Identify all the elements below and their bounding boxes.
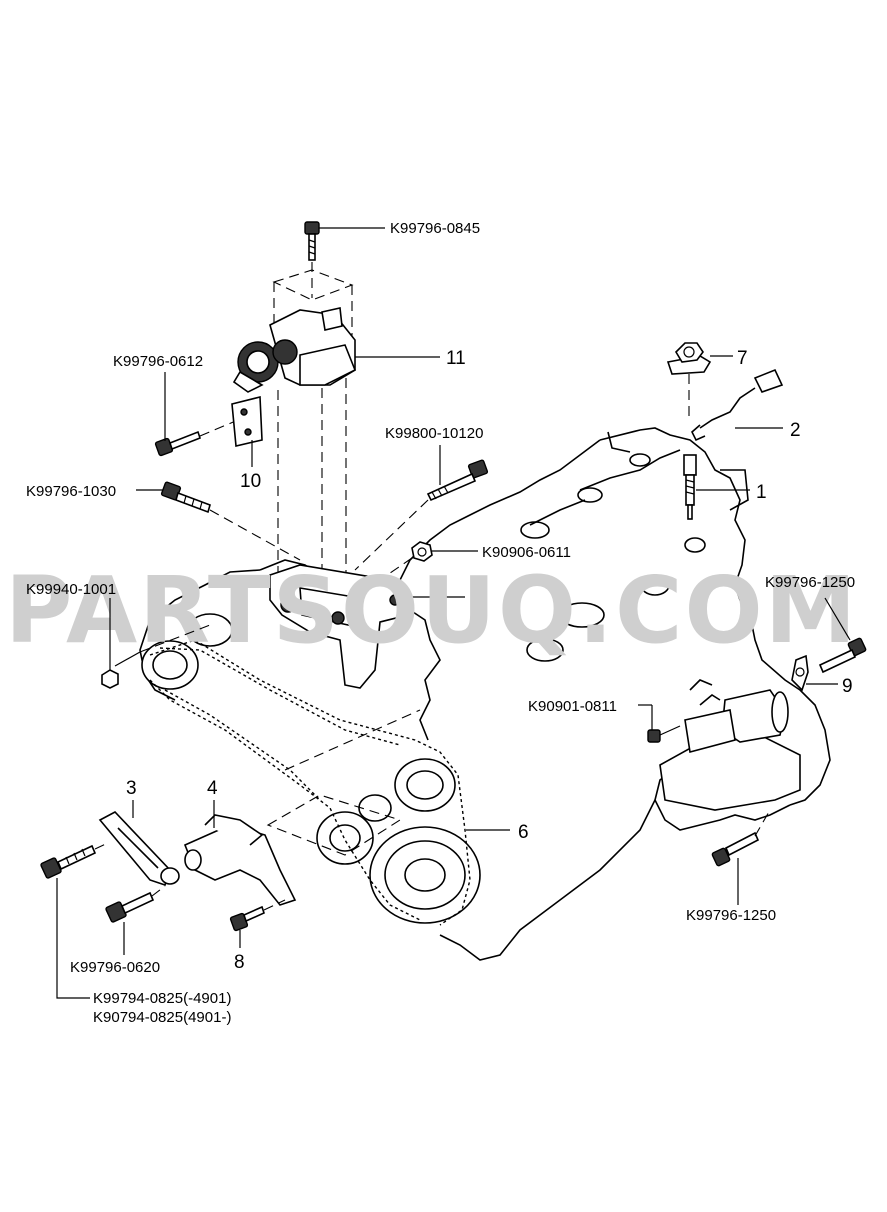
label-11: 11 — [446, 348, 466, 369]
part-number-k99796-1250-top: K99796-1250 — [765, 574, 855, 591]
starter-motor[interactable] — [659, 679, 801, 811]
label-10: 10 — [240, 471, 261, 492]
actuator-assembly-11[interactable] — [232, 307, 357, 393]
label-6: 6 — [518, 822, 529, 843]
label-4: 4 — [207, 778, 218, 799]
bolt-0825[interactable] — [40, 844, 97, 879]
glow-plug-1[interactable] — [683, 454, 697, 520]
bolt-8[interactable] — [229, 905, 265, 932]
label-3: 3 — [126, 778, 137, 799]
sensor-harness-2[interactable] — [691, 368, 784, 442]
part-number-k99940-1001: K99940-1001 — [26, 581, 116, 598]
part-number-k90901-0811: K90901-0811 — [528, 698, 617, 715]
pulley-crank[interactable] — [369, 826, 481, 924]
part-number-k99796-0845: K99796-0845 — [390, 220, 480, 237]
label-9: 9 — [842, 676, 853, 697]
part-number-k90906-0611: K90906-0611 — [482, 544, 571, 561]
part-number-k99796-1250-bottom: K99796-1250 — [686, 907, 776, 924]
label-1: 1 — [756, 482, 767, 503]
plate-10[interactable] — [231, 395, 263, 447]
nut-0611[interactable] — [411, 541, 433, 562]
bolt-1250-bottom[interactable] — [711, 831, 760, 867]
bolt-0612[interactable] — [154, 430, 201, 457]
clip-9[interactable] — [791, 654, 809, 692]
part-number-k99800-10120: K99800-10120 — [385, 425, 483, 442]
part-number-k99796-1030: K99796-1030 — [26, 483, 116, 500]
pulley-idler[interactable] — [316, 794, 392, 865]
bolt-1250-top[interactable] — [818, 637, 867, 674]
engine-block-outline — [139, 427, 831, 961]
label-2: 2 — [790, 420, 801, 441]
part-number-k99796-0620: K99796-0620 — [70, 959, 160, 976]
bolt-1030[interactable] — [160, 481, 211, 514]
part-number-k99794-0825: K99794-0825(-4901) — [93, 990, 231, 1007]
cap-nut-7[interactable] — [666, 342, 712, 375]
bracket-4[interactable] — [183, 814, 297, 906]
bolt-top-0845[interactable] — [304, 221, 320, 261]
bracket-5[interactable] — [269, 564, 411, 689]
watermark: PARTSOUQ.COM — [5, 557, 858, 664]
bolt-0620[interactable] — [105, 891, 155, 923]
part-number-k90794-0825: K90794-0825(4901-) — [93, 1009, 231, 1026]
label-8: 8 — [234, 952, 245, 973]
part-number-k99796-0612: K99796-0612 — [113, 353, 203, 370]
label-5: 5 — [475, 588, 486, 609]
drive-belt-6[interactable] — [149, 639, 471, 926]
adjust-plate-3[interactable] — [98, 811, 180, 887]
bolt-10120[interactable] — [426, 459, 489, 502]
pulley-upper-right[interactable] — [394, 758, 456, 812]
bolt-0811[interactable] — [647, 725, 681, 743]
label-7: 7 — [737, 348, 748, 369]
engine-clips — [520, 449, 706, 662]
